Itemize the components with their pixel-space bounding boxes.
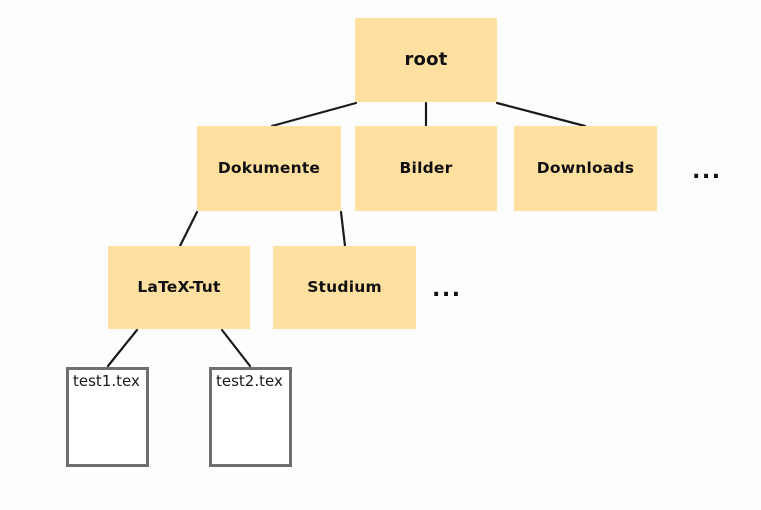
folder-node-bilder[interactable]: Bilder [355,126,497,211]
tree-edge-latex-tut-to-test1 [106,328,139,368]
folder-node-latex-tut[interactable]: LaTeX-Tut [108,246,250,329]
node-label: Downloads [536,158,635,177]
file-node-test2[interactable]: test2.tex [209,367,292,467]
tree-edge-root-to-downloads [495,101,587,128]
tree-edge-dokumente-to-studium [339,210,347,248]
folder-node-downloads[interactable]: Downloads [514,126,657,211]
file-node-test1[interactable]: test1.tex [66,367,149,467]
folder-node-studium[interactable]: Studium [273,246,416,329]
node-label: Dokumente [217,158,321,177]
node-label: root [404,49,448,70]
node-label: LaTeX-Tut [137,277,221,296]
node-label: Studium [307,277,382,296]
tree-edge-latex-tut-to-test2 [220,328,252,368]
tree-edge-root-to-dokumente [270,101,358,128]
node-label: test1.tex [73,372,140,390]
ellipsis-level-2: ... [432,277,462,302]
ellipsis-level-1: ... [692,159,722,184]
node-label: Bilder [399,158,453,177]
tree-edge-dokumente-to-latex-tut [178,210,199,248]
folder-node-root[interactable]: root [355,18,497,102]
folder-node-dokumente[interactable]: Dokumente [197,126,341,211]
node-label: test2.tex [216,372,283,390]
